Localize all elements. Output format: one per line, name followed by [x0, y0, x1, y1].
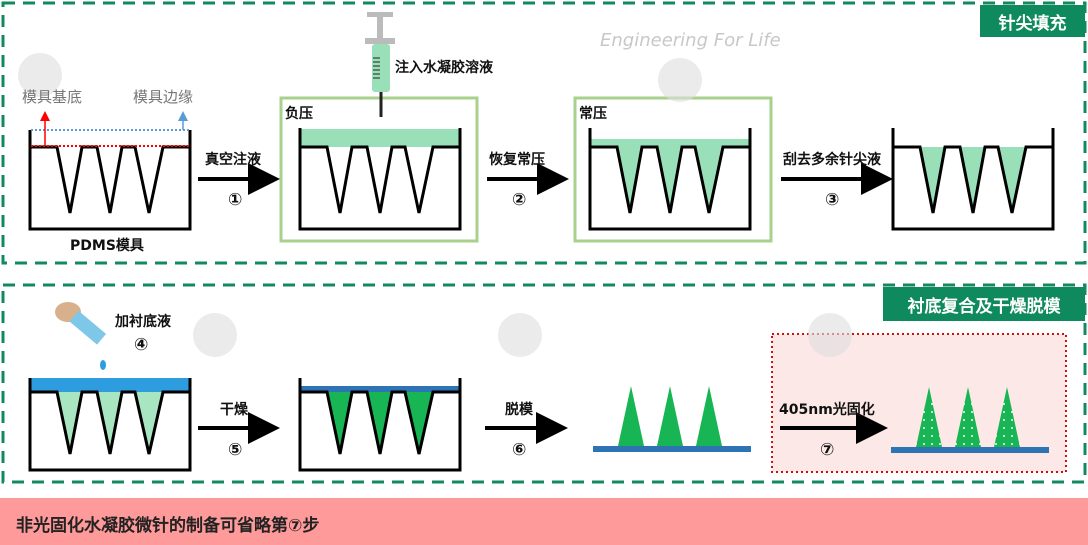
step3-label: 刮去多余针尖液 [783, 151, 882, 168]
mold-base-label: 模具基底 [22, 88, 82, 106]
mold-wall [588, 128, 752, 231]
edge-arrow-head [178, 111, 188, 121]
mold-wall [28, 378, 192, 472]
section-tag-tip-filling: 针尖填充 [980, 5, 1085, 37]
needle-tip-fill [617, 147, 642, 213]
watermark-text: Engineering For Life [600, 30, 781, 51]
step5-label: 干燥 [220, 401, 249, 418]
bottom-panel-border [1, 283, 1087, 484]
mold-cavity [300, 390, 460, 455]
step1-number: ① [228, 190, 242, 210]
needle-tip-fill [405, 392, 433, 454]
syringe-barrel [372, 44, 390, 92]
microneedle [916, 387, 942, 447]
needle-tip-fill [367, 392, 392, 454]
microneedle [657, 386, 683, 446]
step6-label: 脱模 [505, 401, 534, 418]
liquid-layer [301, 129, 459, 147]
substrate-base [593, 446, 751, 452]
top-panel-border [1, 1, 1087, 265]
section-tag-substrate-demolding: 衬底复合及干燥脱模 [883, 287, 1085, 321]
note-banner: 非光固化水凝胶微针的制备可省略第⑦步 [0, 498, 1088, 545]
liquid-layer [301, 386, 459, 392]
step5-number: ⑤ [228, 440, 242, 460]
mold-cavity [30, 390, 190, 455]
microneedle [955, 387, 981, 447]
mold-cavity [893, 145, 1053, 214]
mold-cavity [30, 145, 190, 214]
watermark-logo-icon [498, 313, 542, 357]
note-text: 非光固化水凝胶微针的制备可省略第⑦步 [16, 516, 320, 536]
needle-tip-fill [327, 392, 352, 454]
microneedle [994, 387, 1020, 447]
needle-tip-fill [657, 147, 682, 213]
needle-tip-fill [695, 147, 723, 213]
normal-pressure-label: 常压 [579, 105, 607, 122]
liquid-layer [591, 139, 749, 147]
watermark-logo-icon [193, 313, 237, 357]
needle-tip-fill [57, 392, 82, 454]
watermark-logo-icon [18, 53, 62, 97]
watermark-logo-icon [658, 58, 702, 102]
needle-tip-fill [97, 392, 122, 454]
dropper-label: 加衬底液 [114, 313, 172, 330]
mold-edge-label: 模具边缘 [133, 88, 193, 106]
mold-caption: PDMS模具 [70, 237, 144, 254]
step2-label: 恢复常压 [489, 151, 545, 168]
mold-wall [891, 128, 1055, 231]
step3-number: ③ [825, 190, 839, 210]
step7-label: 405nm光固化 [779, 401, 875, 418]
substrate-base [891, 447, 1049, 453]
mold-cavity [590, 145, 750, 214]
liquid-layer [31, 378, 189, 392]
base-arrow-head [40, 111, 50, 121]
drop [100, 360, 106, 370]
syringe-plunger [377, 15, 383, 40]
mold-cavity [300, 145, 460, 214]
microneedle [618, 386, 644, 446]
step7-number: ⑦ [820, 440, 834, 460]
needle-tip-fill [998, 147, 1026, 213]
syringe-plunger-handle [367, 12, 393, 17]
dropper-number: ④ [134, 335, 148, 355]
syringe-flange [365, 38, 395, 44]
step6-number: ⑥ [512, 440, 526, 460]
negative-pressure-label: 负压 [285, 105, 313, 122]
mold-wall [28, 130, 192, 231]
watermark-logo-icon [808, 313, 852, 357]
needle-tip-fill [960, 147, 985, 213]
negative-pressure-box [279, 96, 479, 243]
mold-wall [298, 128, 462, 231]
syringe-label: 注入水凝胶溶液 [395, 59, 494, 76]
microneedle [696, 386, 722, 446]
step1-label: 真空注液 [205, 151, 262, 168]
needle-tip-fill [920, 147, 945, 213]
mold-wall [298, 378, 462, 472]
dropper-tube [69, 310, 107, 345]
step2-number: ② [512, 190, 526, 210]
needle-tip-fill [135, 392, 163, 454]
